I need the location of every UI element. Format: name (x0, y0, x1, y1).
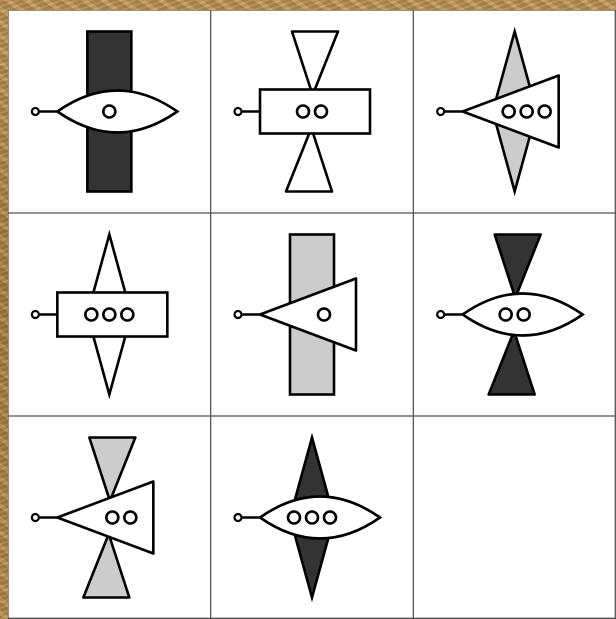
puzzle-cell-4 (32, 235, 168, 395)
window-circle (297, 106, 309, 118)
window-circle (121, 309, 133, 321)
puzzle-cell-7 (32, 438, 154, 598)
puzzle-cell-1 (32, 32, 178, 192)
window-circle (521, 106, 533, 118)
body-lens (260, 497, 380, 539)
puzzle-grid (8, 10, 616, 619)
window-circle (539, 106, 551, 118)
window-circle (500, 309, 512, 321)
window-circle (106, 512, 118, 524)
window-circle (124, 512, 136, 524)
antenna-tip (235, 108, 242, 115)
window-circle (306, 512, 318, 524)
body-lens (57, 91, 177, 133)
window-circle (518, 309, 530, 321)
antenna-tip (32, 514, 39, 521)
antenna-tip (235, 311, 242, 318)
puzzle-board (8, 10, 616, 619)
window-circle (103, 106, 115, 118)
window-circle (85, 309, 97, 321)
antenna-tip (32, 108, 39, 115)
window-circle (318, 309, 330, 321)
window-circle (315, 106, 327, 118)
puzzle-cell-2 (235, 32, 371, 192)
puzzle-cell-6 (437, 235, 582, 395)
puzzle-cell-5 (235, 235, 357, 395)
window-circle (288, 512, 300, 524)
window-circle (503, 106, 515, 118)
puzzle-cell-3 (437, 32, 558, 192)
window-circle (103, 309, 115, 321)
antenna-tip (437, 311, 444, 318)
puzzle-cell-8 (235, 438, 381, 598)
window-circle (324, 512, 336, 524)
antenna-tip (235, 514, 242, 521)
antenna-tip (32, 311, 39, 318)
antenna-tip (437, 108, 444, 115)
